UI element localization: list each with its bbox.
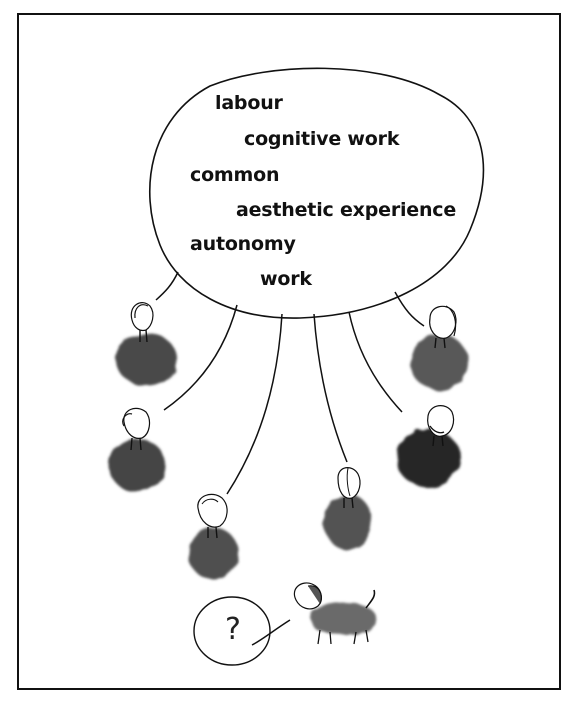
dog-figure (293, 582, 376, 645)
bubble-word-aesthetic-experience: aesthetic experience (236, 199, 457, 221)
thought-bubble (149, 67, 485, 319)
bubble-word-cognitive-work: cognitive work (244, 128, 400, 150)
illustration-frame (17, 13, 561, 690)
person-figure (109, 407, 165, 492)
connector-lines (155, 271, 425, 646)
person-figure (324, 467, 372, 550)
bubble-word-autonomy: autonomy (190, 233, 296, 255)
bubble-word-labour: labour (215, 92, 283, 114)
person-figure (116, 302, 178, 386)
person-figure (410, 305, 468, 390)
question-mark: ? (225, 612, 241, 647)
person-figure (396, 405, 460, 487)
bubble-word-work: work (260, 268, 312, 290)
person-figure (188, 493, 238, 579)
speech-circle (193, 596, 271, 666)
bubble-word-common: common (190, 164, 280, 186)
